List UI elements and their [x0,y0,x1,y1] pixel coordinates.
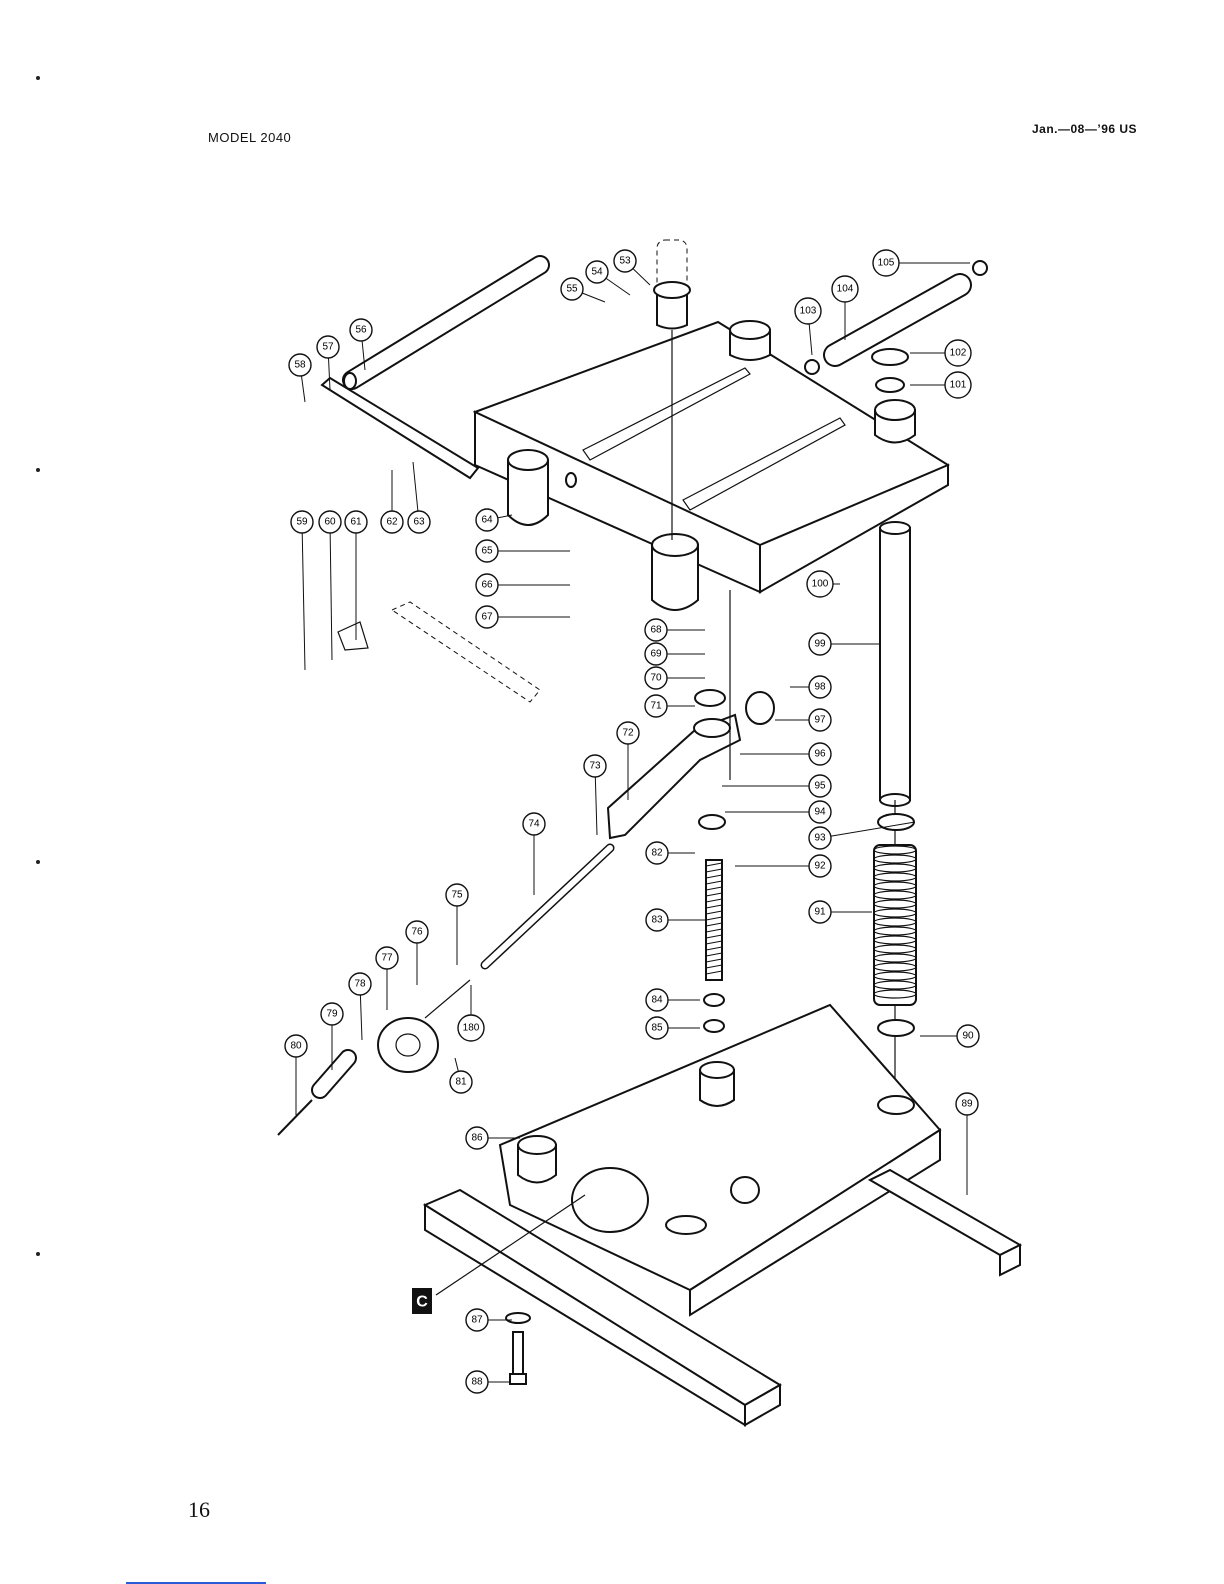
callout-number-180: 180 [463,1023,480,1034]
callout-number-100: 100 [812,579,829,590]
callout-number-69: 69 [650,649,662,660]
section-marker-letter: C [416,1294,428,1311]
callout-number-63: 63 [413,517,425,528]
callout-number-94: 94 [814,807,826,818]
callout-number-58: 58 [294,360,306,371]
callout-number-97: 97 [814,715,826,726]
callout-number-99: 99 [814,639,826,650]
callout-number-61: 61 [350,517,362,528]
callout-number-59: 59 [296,517,308,528]
callout-number-105: 105 [878,258,895,269]
callout-number-91: 91 [814,907,826,918]
callout-number-62: 62 [386,517,398,528]
callout-number-70: 70 [650,673,662,684]
callout-number-104: 104 [837,284,854,295]
callout-number-80: 80 [290,1041,302,1052]
handwheel [278,980,470,1135]
callout-number-66: 66 [481,580,493,591]
callout-number-79: 79 [326,1009,338,1020]
callout-number-90: 90 [962,1031,974,1042]
callout-number-72: 72 [622,728,634,739]
callout-number-93: 93 [814,833,826,844]
extension-roller [344,265,540,389]
callout-number-92: 92 [814,861,826,872]
callout-number-88: 88 [471,1377,483,1388]
callout-number-60: 60 [324,517,336,528]
callout-number-102: 102 [950,348,967,359]
callout-number-75: 75 [451,890,463,901]
callout-number-57: 57 [322,342,334,353]
callout-number-85: 85 [651,1023,663,1034]
callout-leader-60 [330,522,332,660]
table-plate [475,321,948,610]
connecting-shaft [485,848,610,965]
lead-screw [699,590,730,1032]
callout-number-68: 68 [650,625,662,636]
callout-number-78: 78 [354,979,366,990]
callout-number-64: 64 [481,515,493,526]
callout-number-54: 54 [591,267,603,278]
callout-number-55: 55 [566,284,578,295]
callout-number-87: 87 [471,1315,483,1326]
callout-number-53: 53 [619,256,631,267]
callout-number-89: 89 [961,1099,973,1110]
callout-number-86: 86 [471,1133,483,1144]
callout-number-103: 103 [800,306,817,317]
callout-leader-59 [302,522,305,670]
callout-number-56: 56 [355,325,367,336]
callout-number-71: 71 [650,701,662,712]
callout-number-95: 95 [814,781,826,792]
callout-number-83: 83 [651,915,663,926]
callout-number-81: 81 [455,1077,467,1088]
callout-number-74: 74 [528,819,540,830]
callout-number-73: 73 [589,761,601,772]
callout-number-84: 84 [651,995,663,1006]
foot-bolt [506,1313,530,1384]
callout-number-77: 77 [381,953,393,964]
elevation-arm [608,690,774,838]
callout-number-65: 65 [481,546,493,557]
callout-number-82: 82 [651,848,663,859]
callout-number-96: 96 [814,749,826,760]
bellows-boot [874,814,916,1036]
callout-number-101: 101 [950,380,967,391]
callout-number-76: 76 [411,927,423,938]
support-column [880,522,910,1095]
callout-number-67: 67 [481,612,493,623]
callout-number-98: 98 [814,682,826,693]
